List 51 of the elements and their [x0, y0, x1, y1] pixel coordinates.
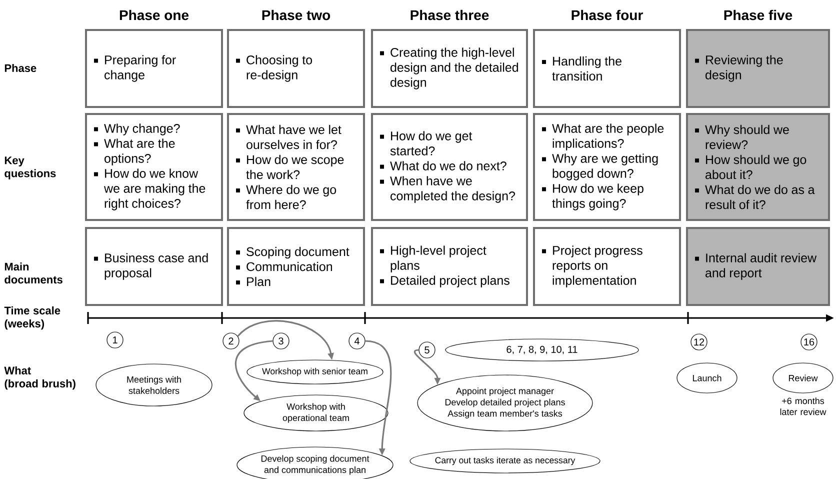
bullet-item: What have we let ourselves in for? [236, 124, 342, 150]
bullet-item: Business case and proposal [94, 253, 208, 280]
text-box [533, 113, 681, 221]
text-box [371, 29, 528, 108]
bullet-item: Why are we getting bogged down? [542, 154, 658, 180]
text-box [533, 227, 681, 306]
text-box [533, 29, 681, 108]
row-heading: What (broad brush) [4, 366, 76, 390]
text-box [85, 29, 223, 108]
text-box [686, 227, 830, 306]
row-heading: Main documents [4, 262, 62, 284]
bullet-item: Creating the high-level design and the detailed design [380, 48, 518, 90]
note-text: +6 months later review [780, 398, 826, 416]
text-box [85, 227, 223, 306]
text-box [686, 113, 830, 221]
bullet-item: How do we know we are making the right choices? [94, 168, 206, 210]
bullet-item: Detailed project plans [380, 276, 510, 288]
bullet-item: What do we do next? [380, 161, 506, 170]
bullet-item: What are the people implications? [542, 124, 664, 150]
bullet-item: Why change? [94, 124, 180, 136]
bullet-item: Communication [236, 262, 332, 272]
row-heading: Key questions [4, 156, 56, 180]
bullet-item: Handling the transition [542, 56, 622, 81]
text-box [371, 227, 528, 306]
text-box [686, 29, 830, 108]
bullet-item: Plan [236, 276, 270, 286]
bullet-item: Where do we go from here? [236, 184, 336, 210]
row-heading: Time scale (weeks) [4, 306, 60, 330]
bullet-item: Project progress reports on implementation [542, 246, 642, 288]
text-box [227, 29, 365, 108]
text-box [85, 113, 223, 221]
row-heading: Phase [4, 64, 36, 72]
text-box [227, 227, 365, 306]
bullet-item: How do we keep things going? [542, 184, 644, 210]
bullet-item: What are the options? [94, 138, 175, 166]
column-heading: Phase two [262, 10, 330, 20]
bullet-item: Why should we review? [695, 124, 789, 150]
bullet-item: Choosing to re-design [236, 55, 312, 82]
bullet-item: Internal audit review and report [695, 253, 817, 280]
bullet-item: What do we do as a result of it? [695, 184, 815, 210]
bullet-item: High-level project plans [380, 246, 486, 272]
bullet-item: How do we get started? [380, 131, 472, 156]
bullet-item: Reviewing the design [695, 55, 783, 82]
bullet-item: How should we go about it? [695, 154, 806, 180]
bullet-item: Scoping document [236, 246, 350, 259]
text-box [227, 113, 365, 221]
bullet-item: Preparing for change [94, 55, 176, 82]
text-box [371, 113, 528, 221]
bullet-item: When have we completed the design? [380, 176, 516, 203]
bullet-item: How do we scope the work? [236, 154, 344, 180]
column-heading: Phase one [120, 10, 189, 20]
